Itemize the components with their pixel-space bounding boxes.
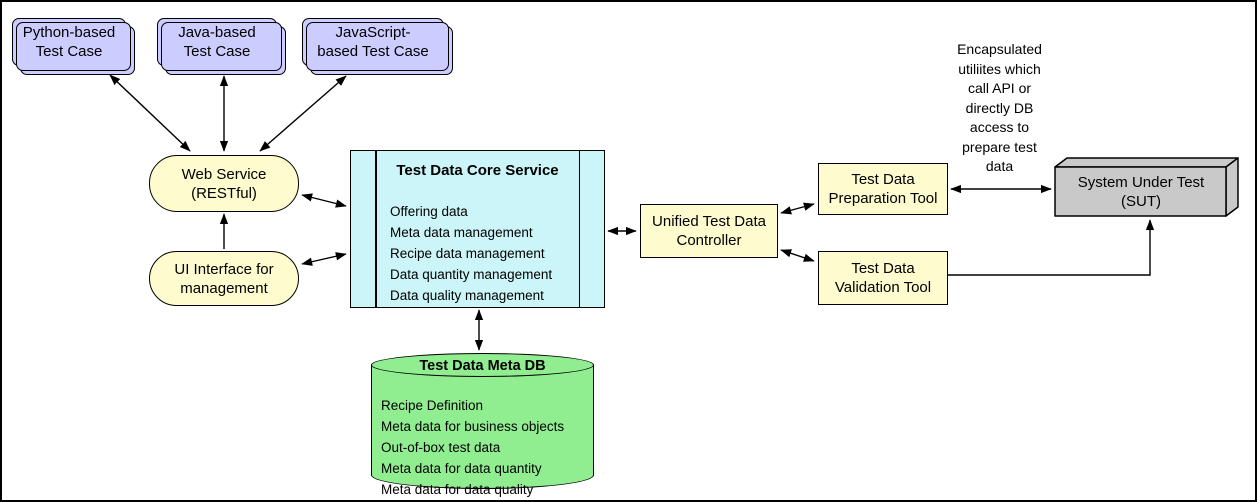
annotation-line: prepare test — [962, 138, 1037, 155]
node-javascript-test-case: JavaScript- based Test Case — [302, 18, 444, 66]
meta-db-list: Recipe Definition Meta data for business… — [381, 395, 564, 500]
node-validation-tool: Test Data Validation Tool — [818, 251, 948, 305]
node-label: Python-based — [22, 24, 116, 41]
node-label: Test Case — [35, 43, 103, 60]
core-service-title: Test Data Core Service — [396, 162, 559, 179]
annotation-line: access to — [969, 119, 1030, 135]
node-python-test-case: Python-based Test Case — [12, 18, 126, 66]
node-label: JavaScript- — [335, 24, 411, 41]
annotation-line: directly DB — [965, 99, 1034, 116]
connector-webservice-core — [301, 193, 347, 208]
list-item: Data quality management — [390, 288, 544, 303]
node-ui-interface: UI Interface for management — [149, 251, 299, 306]
core-service-list: Offering data Meta data management Recip… — [390, 201, 604, 306]
node-label: based Test Case — [317, 43, 429, 60]
node-controller: Unified Test Data Controller — [640, 204, 778, 258]
sut-3d-box-shape — [1054, 157, 1239, 217]
sut-label: System Under Test (SUT) — [1055, 167, 1227, 216]
connector-javascript-webservice — [259, 75, 347, 152]
list-item: Recipe data management — [390, 246, 545, 261]
list-item: Out-of-box test data — [381, 440, 501, 455]
node-label: Controller — [676, 232, 742, 249]
annotation-line: call API or — [967, 80, 1032, 96]
connector-controller-preparation — [780, 202, 815, 215]
database-cylinder-top — [371, 353, 594, 377]
database-cylinder-body — [371, 365, 594, 489]
list-item: Meta data for data quantity — [381, 461, 542, 476]
list-item: Meta data management — [390, 225, 533, 240]
connector-controller-validation — [780, 249, 815, 262]
annotation-encapsulated-utilities: Encapsulated utiliites which call API or… — [932, 40, 1067, 177]
node-label: (RESTful) — [191, 184, 257, 202]
node-label: Validation Tool — [834, 279, 932, 296]
node-label: Test Case — [183, 43, 251, 60]
node-label: Java-based — [178, 24, 256, 41]
connector-ui-core — [301, 252, 347, 266]
node-java-test-case: Java-based Test Case — [157, 18, 277, 66]
node-web-service: Web Service (RESTful) — [149, 155, 299, 212]
node-label: Preparation Tool — [828, 190, 938, 207]
node-label: System Under Test — [1077, 173, 1205, 191]
node-label: UI Interface for — [174, 260, 274, 278]
annotation-line: utiliites which — [958, 60, 1041, 77]
node-label: Test Data — [851, 260, 915, 277]
list-item: Meta data for business objects — [381, 419, 565, 434]
annotation-line: Encapsulated — [957, 41, 1042, 57]
node-meta-db: Test Data Meta DB Recipe Definition Meta… — [371, 353, 594, 497]
node-label: Test Data — [851, 171, 915, 188]
node-label: Unified Test Data — [652, 213, 766, 230]
node-preparation-tool: Test Data Preparation Tool — [818, 163, 948, 215]
node-label: management — [180, 279, 268, 297]
list-item: Meta data for data quality — [381, 482, 534, 497]
node-label: (SUT) — [1121, 192, 1161, 210]
list-item: Recipe Definition — [381, 398, 484, 413]
annotation-line: data — [985, 158, 1014, 174]
connector-validation-sut — [948, 219, 1155, 276]
connector-python-webservice — [109, 74, 191, 152]
list-item: Offering data — [390, 204, 468, 219]
meta-db-title: Test Data Meta DB — [419, 358, 546, 374]
node-sut: System Under Test (SUT) — [1054, 157, 1240, 218]
node-label: Web Service — [181, 165, 267, 183]
list-item: Data quantity management — [390, 267, 553, 282]
node-core-service: Test Data Core Service Offering data Met… — [350, 150, 605, 308]
